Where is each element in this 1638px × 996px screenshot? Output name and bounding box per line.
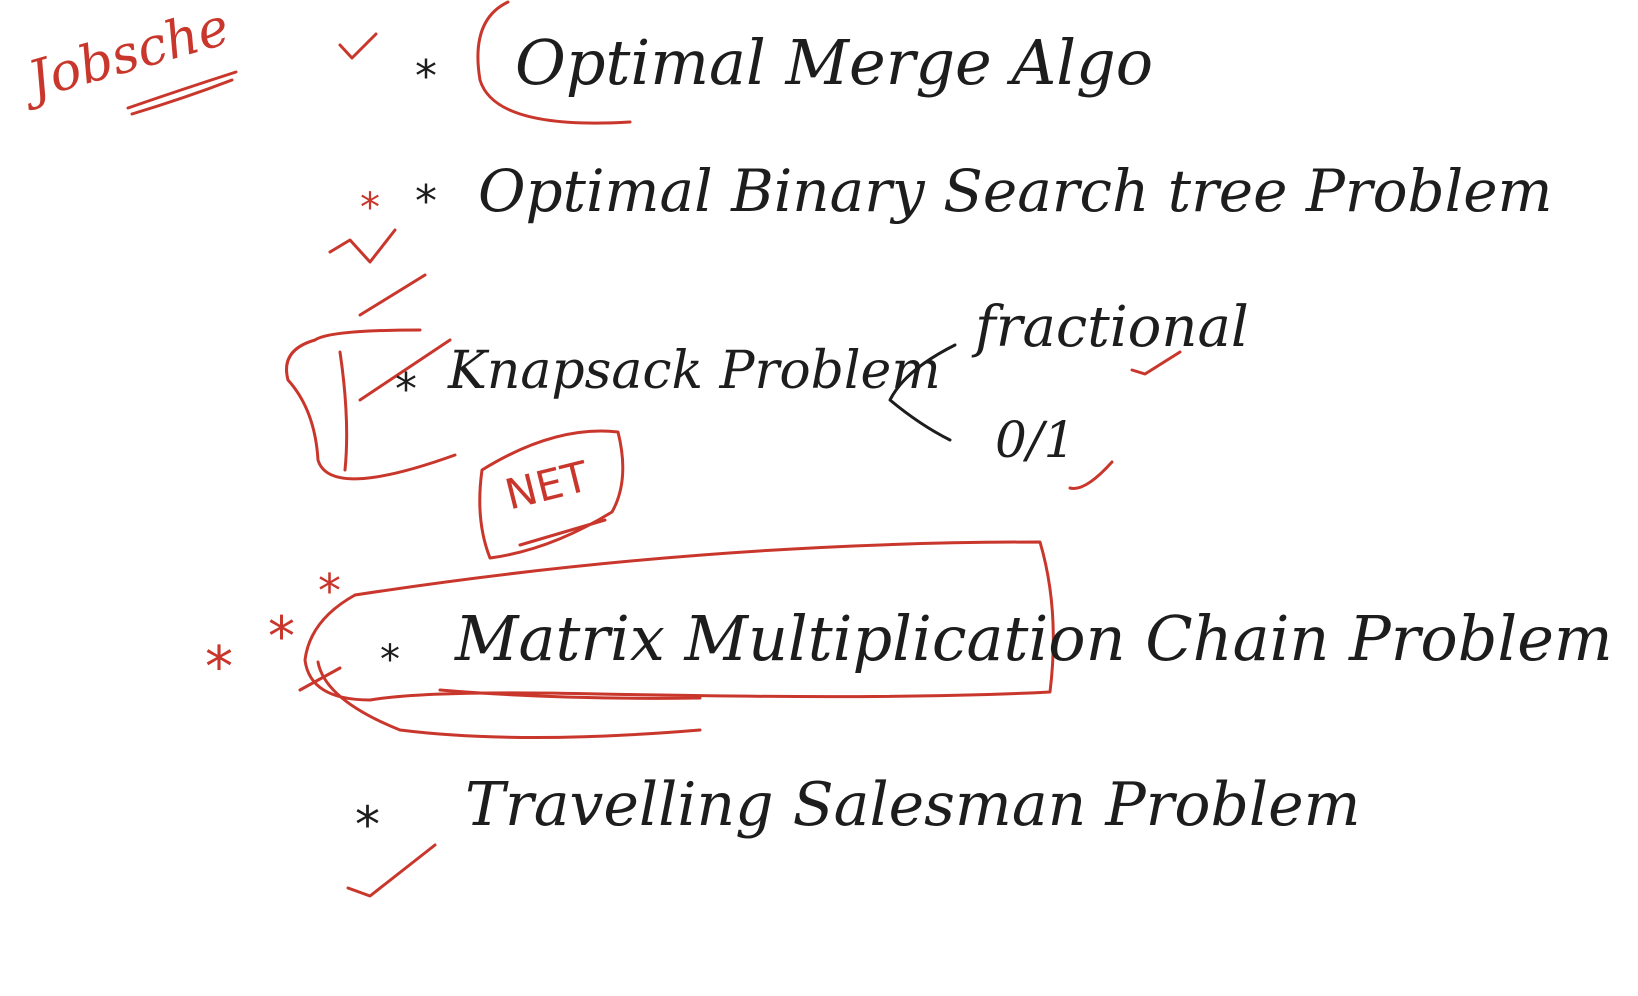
item-optimal-bst: Optimal Binary Search tree Problem	[478, 157, 1553, 225]
bracket-stroke	[476, 0, 632, 125]
item-optimal-merge: Optimal Merge Algo	[515, 26, 1154, 99]
check-mark	[358, 273, 427, 317]
variant-fractional: fractional	[975, 295, 1249, 360]
check-mark	[1068, 460, 1114, 490]
item-knapsack: Knapsack Problem	[448, 341, 941, 401]
net-underline	[518, 518, 607, 547]
red-star: *	[268, 605, 295, 668]
variant-zero-one: 0/1	[995, 411, 1076, 469]
red-star: *	[318, 564, 341, 618]
check-mark	[298, 666, 342, 692]
check-mark	[328, 228, 397, 264]
bracket-stroke	[285, 328, 457, 481]
check-mark	[1130, 350, 1182, 376]
red-star: *	[205, 635, 233, 700]
underline-stroke	[126, 70, 238, 110]
item-matrix-chain: Matrix Multiplication Chain Problem	[455, 602, 1613, 675]
bullet-star: *	[415, 51, 437, 102]
underline-stroke	[130, 78, 234, 116]
red-star: *	[360, 185, 380, 231]
bracket-stroke	[316, 660, 702, 739]
check-mark	[358, 338, 452, 402]
matrix-underline	[438, 688, 702, 700]
branch-bracket	[888, 343, 957, 442]
bracket-stroke	[338, 350, 349, 472]
bullet-star: *	[380, 637, 400, 683]
net-box	[478, 429, 625, 560]
bullet-star: *	[415, 176, 437, 227]
bullet-star: *	[395, 364, 417, 415]
check-mark	[338, 32, 378, 60]
item-travelling-salesman: Travelling Salesman Problem	[465, 770, 1361, 840]
bullet-star: *	[355, 796, 380, 854]
matrix-box	[303, 540, 1055, 702]
check-mark	[346, 843, 437, 898]
